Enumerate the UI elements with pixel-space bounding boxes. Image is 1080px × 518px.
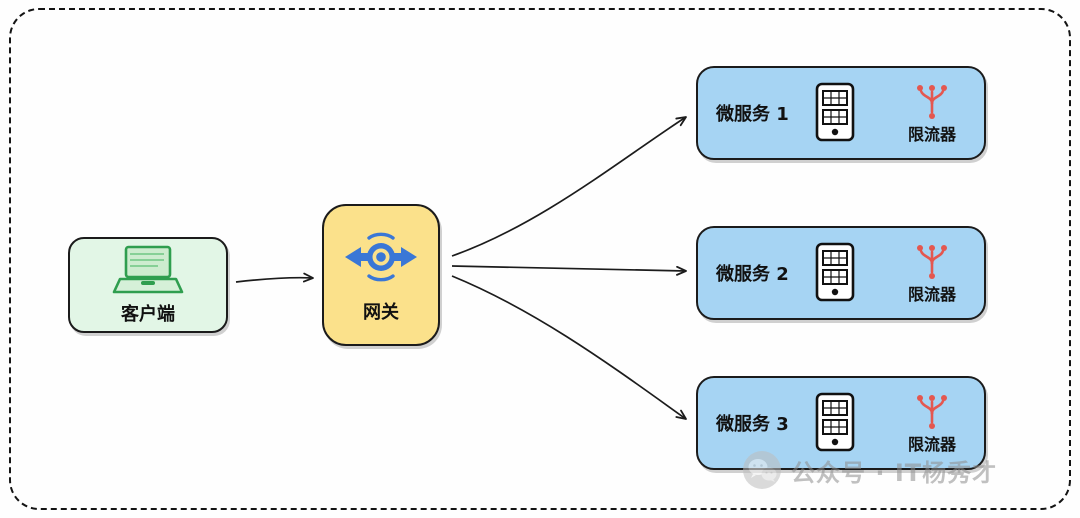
service-1-label: 微服务 1	[716, 104, 789, 125]
service-3-label: 微服务 3	[716, 414, 789, 435]
rate-limiter-3: 限流器	[908, 392, 956, 455]
client-label: 客户端	[121, 304, 175, 325]
rate-limiter-2: 限流器	[908, 242, 956, 305]
flow-branch-icon	[916, 84, 947, 119]
service-node-3: 微服务 3 限流器	[696, 376, 986, 470]
service-2-label: 微服务 2	[716, 264, 789, 285]
flow-branch-icon	[916, 244, 947, 279]
rate-limiter-1-label: 限流器	[907, 124, 956, 144]
service-node-1: 微服务 1 限流器	[696, 66, 986, 160]
arrow-gateway-to-service-1	[451, 116, 687, 257]
watermark: 公众号 · IT杨秀才	[742, 450, 997, 490]
server-icon	[815, 82, 855, 142]
watermark-text: 公众号 · IT杨秀才	[791, 458, 998, 487]
wechat-icon	[743, 451, 781, 489]
laptop-icon	[112, 245, 184, 294]
rate-limiter-2-label: 限流器	[907, 284, 956, 304]
rate-limiter-3-label: 限流器	[907, 434, 956, 454]
rate-limiter-1: 限流器	[908, 82, 956, 145]
server-icon	[815, 392, 855, 452]
server-icon	[815, 242, 855, 302]
arrow-gateway-to-service-3	[451, 275, 687, 420]
bidirectional-arrows-icon	[345, 232, 417, 282]
arrow-gateway-to-service-2	[451, 265, 687, 276]
client-node: 客户端	[68, 237, 228, 333]
gateway-node: 网关	[322, 204, 440, 346]
flow-branch-icon	[916, 394, 947, 429]
service-node-2: 微服务 2 限流器	[696, 226, 986, 320]
arrow-client-to-gateway	[235, 272, 314, 283]
gateway-label: 网关	[363, 302, 399, 323]
